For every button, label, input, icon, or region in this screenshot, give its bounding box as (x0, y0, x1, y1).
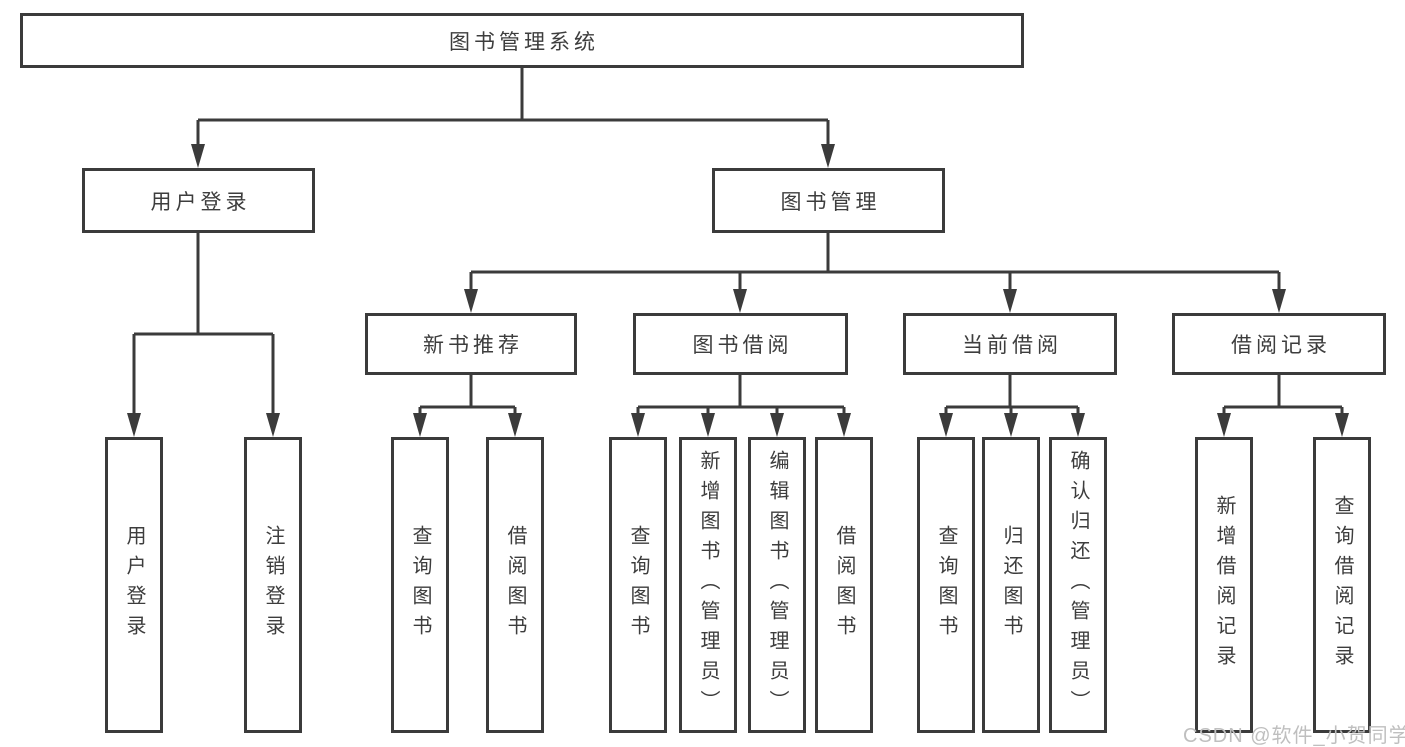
leaf-borrowing-query-books: 查询图书 (609, 437, 667, 733)
leaf-current-return-books: 归还图书 (982, 437, 1040, 733)
leaf-records-add-borrow-record: 新增借阅记录 (1195, 437, 1253, 733)
leaf-logout: 注销登录 (244, 437, 302, 733)
leaf-borrowing-edit-books-admin-label: 编辑图书（管理员） (766, 450, 788, 720)
leaf-borrowing-borrow-books: 借阅图书 (815, 437, 873, 733)
leaf-records-add-borrow-record-label: 新增借阅记录 (1213, 495, 1235, 675)
leaf-current-return-books-label: 归还图书 (1000, 525, 1022, 645)
node-book-management-label: 图书管理 (780, 190, 881, 214)
node-book-management: 图书管理 (712, 168, 945, 233)
leaf-current-confirm-return-admin: 确认归还（管理员） (1049, 437, 1107, 733)
leaf-user-login: 用户登录 (105, 437, 163, 733)
node-book-borrowing-label: 图书借阅 (692, 334, 793, 357)
node-current-borrowing-label: 当前借阅 (962, 334, 1062, 357)
leaf-recommend-query-books: 查询图书 (391, 437, 449, 733)
node-current-borrowing: 当前借阅 (903, 313, 1117, 375)
leaf-user-login-label: 用户登录 (123, 525, 145, 645)
node-borrowing-records-label: 借阅记录 (1231, 334, 1331, 357)
leaf-recommend-query-books-label: 查询图书 (409, 525, 431, 645)
leaf-borrowing-add-books-admin-label: 新增图书（管理员） (697, 450, 719, 720)
leaf-logout-label: 注销登录 (262, 525, 284, 645)
node-new-book-recommendation: 新书推荐 (365, 313, 577, 375)
leaf-borrowing-borrow-books-label: 借阅图书 (833, 525, 855, 645)
node-root-library-management-system: 图书管理系统 (20, 13, 1024, 68)
node-book-borrowing: 图书借阅 (633, 313, 848, 375)
leaf-current-query-books: 查询图书 (917, 437, 975, 733)
node-user-login: 用户登录 (82, 168, 315, 233)
leaf-borrowing-edit-books-admin: 编辑图书（管理员） (748, 437, 806, 733)
node-root-label: 图书管理系统 (449, 30, 599, 54)
leaf-borrowing-add-books-admin: 新增图书（管理员） (679, 437, 737, 733)
leaf-recommend-borrow-books: 借阅图书 (486, 437, 544, 733)
leaf-records-query-borrow-record: 查询借阅记录 (1313, 437, 1371, 733)
csdn-watermark: CSDN @软件_小贺同学 (1183, 725, 1405, 747)
node-new-book-recommendation-label: 新书推荐 (423, 334, 523, 357)
leaf-records-query-borrow-record-label: 查询借阅记录 (1331, 495, 1353, 675)
node-user-login-label: 用户登录 (150, 190, 251, 214)
node-borrowing-records: 借阅记录 (1172, 313, 1386, 375)
leaf-borrowing-query-books-label: 查询图书 (627, 525, 649, 645)
leaf-recommend-borrow-books-label: 借阅图书 (504, 525, 526, 645)
leaf-current-confirm-return-admin-label: 确认归还（管理员） (1067, 450, 1089, 720)
leaf-current-query-books-label: 查询图书 (935, 525, 957, 645)
